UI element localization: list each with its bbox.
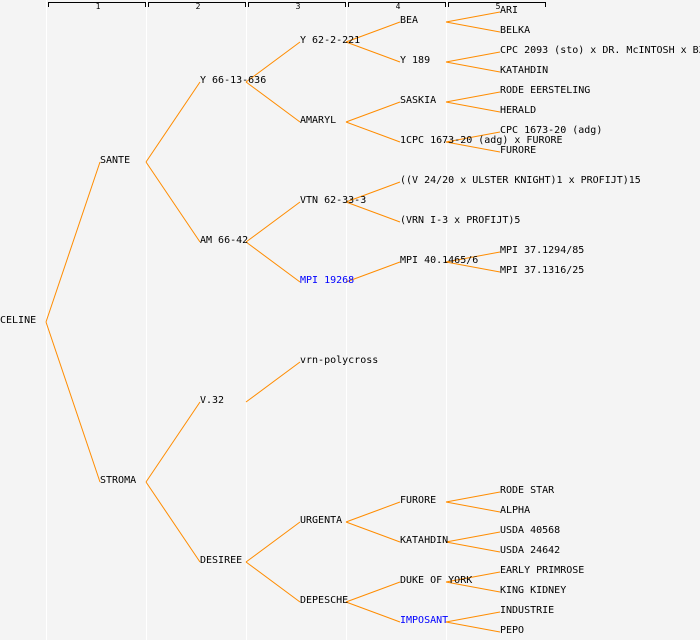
pedigree-node[interactable]: DESIREE [200, 555, 243, 566]
pedigree-node[interactable]: PEPO [500, 625, 525, 636]
pedigree-link [445, 611, 501, 623]
pedigree-node[interactable]: Y 66-13-636 [200, 75, 267, 86]
pedigree-node[interactable]: vrn-polycross [300, 355, 379, 366]
pedigree-link [45, 321, 101, 483]
pedigree-link [245, 241, 301, 283]
pedigree-node[interactable]: AM 66-42 [200, 235, 249, 246]
pedigree-node[interactable]: 1CPC 1673-20 (adg) x FURORE [400, 135, 563, 146]
pedigree-link [445, 61, 501, 73]
pedigree-node[interactable]: FURORE [500, 145, 537, 156]
pedigree-node[interactable]: HERALD [500, 105, 537, 116]
pedigree-link [445, 261, 501, 273]
pedigree-link [245, 521, 301, 563]
generation-bracket [348, 2, 446, 7]
pedigree-link [445, 91, 501, 103]
pedigree-node[interactable]: EARLY PRIMROSE [500, 565, 585, 576]
pedigree-link [345, 21, 401, 43]
pedigree-node[interactable]: MPI 40.1465/6 [400, 255, 479, 266]
pedigree-link [445, 621, 501, 633]
pedigree-node[interactable]: ALPHA [500, 505, 531, 516]
pedigree-node[interactable]: URGENTA [300, 515, 343, 526]
pedigree-link [345, 101, 401, 123]
pedigree-link [445, 11, 501, 23]
pedigree-node[interactable]: AMARYL [300, 115, 337, 126]
pedigree-node[interactable]: MPI 19268 [300, 275, 355, 286]
pedigree-node[interactable]: DEPESCHE [300, 595, 349, 606]
pedigree-node[interactable]: DUKE OF YORK [400, 575, 473, 586]
pedigree-node[interactable]: V.32 [200, 395, 225, 406]
pedigree-link [345, 501, 401, 523]
pedigree-node[interactable]: ((V 24/20 x ULSTER KNIGHT)1 x PROFIJT)15 [400, 175, 641, 186]
pedigree-link [345, 521, 401, 543]
pedigree-link [145, 81, 201, 163]
pedigree-link [345, 261, 401, 283]
pedigree-node[interactable]: KATAHDIN [400, 535, 449, 546]
pedigree-node[interactable]: KATAHDIN [500, 65, 549, 76]
pedigree-node[interactable]: SANTE [100, 155, 131, 166]
pedigree-node[interactable]: SASKIA [400, 95, 437, 106]
pedigree-node[interactable]: STROMA [100, 475, 137, 486]
pedigree-link [445, 491, 501, 503]
pedigree-link [345, 121, 401, 143]
pedigree-node[interactable]: USDA 24642 [500, 545, 561, 556]
pedigree-node[interactable]: MPI 37.1294/85 [500, 245, 585, 256]
pedigree-link [445, 501, 501, 513]
pedigree-link [245, 41, 301, 83]
pedigree-node[interactable]: (VRN I-3 x PROFIJT)5 [400, 215, 521, 226]
generation-bracket [248, 2, 346, 7]
pedigree-node[interactable]: IMPOSANT [400, 615, 449, 626]
pedigree-link [245, 81, 301, 123]
pedigree-link [445, 531, 501, 543]
generation-label: 1 [95, 2, 101, 11]
pedigree-link [245, 561, 301, 603]
pedigree-link [445, 51, 501, 63]
pedigree-node[interactable]: BELKA [500, 25, 531, 36]
pedigree-node[interactable]: ARI [500, 5, 519, 16]
pedigree-link [445, 21, 501, 33]
generation-label: 3 [295, 2, 301, 11]
pedigree-link [345, 581, 401, 603]
pedigree-link [445, 101, 501, 113]
pedigree-node[interactable]: INDUSTRIE [500, 605, 555, 616]
pedigree-node[interactable]: Y 62-2-221 [300, 35, 361, 46]
generation-bracket [48, 2, 146, 7]
pedigree-link [445, 541, 501, 553]
generation-bracket [448, 2, 546, 7]
generation-label: 5 [495, 2, 501, 11]
pedigree-link [345, 201, 401, 223]
pedigree-node[interactable]: CELINE [0, 315, 37, 326]
generation-bracket [148, 2, 246, 7]
generation-label: 2 [195, 2, 201, 11]
pedigree-link [345, 41, 401, 63]
pedigree-link [245, 361, 301, 403]
pedigree-link [445, 571, 501, 583]
pedigree-link [345, 181, 401, 203]
pedigree-node[interactable]: RODE STAR [500, 485, 555, 496]
pedigree-node[interactable]: KING KIDNEY [500, 585, 567, 596]
pedigree-node[interactable]: VTN 62-33-3 [300, 195, 367, 206]
generation-label: 4 [395, 2, 401, 11]
pedigree-node[interactable]: RODE EERSTELING [500, 85, 591, 96]
pedigree-link [445, 251, 501, 263]
pedigree-link [145, 481, 201, 563]
pedigree-node[interactable]: Y 189 [400, 55, 431, 66]
pedigree-node[interactable]: USDA 40568 [500, 525, 561, 536]
pedigree-link [445, 581, 501, 593]
pedigree-node[interactable]: FURORE [400, 495, 437, 506]
pedigree-link [445, 131, 501, 143]
pedigree-link [145, 161, 201, 243]
pedigree-link [245, 201, 301, 243]
pedigree-link [445, 141, 501, 153]
pedigree-node[interactable]: CPC 1673-20 (adg) [500, 125, 603, 136]
pedigree-node[interactable]: MPI 37.1316/25 [500, 265, 585, 276]
pedigree-link [45, 161, 101, 323]
pedigree-node[interactable]: CPC 2093 (sto) x DR. McINTOSH x BZ [500, 45, 700, 56]
pedigree-node[interactable]: BEA [400, 15, 419, 26]
pedigree-link [145, 401, 201, 483]
pedigree-link [345, 601, 401, 623]
